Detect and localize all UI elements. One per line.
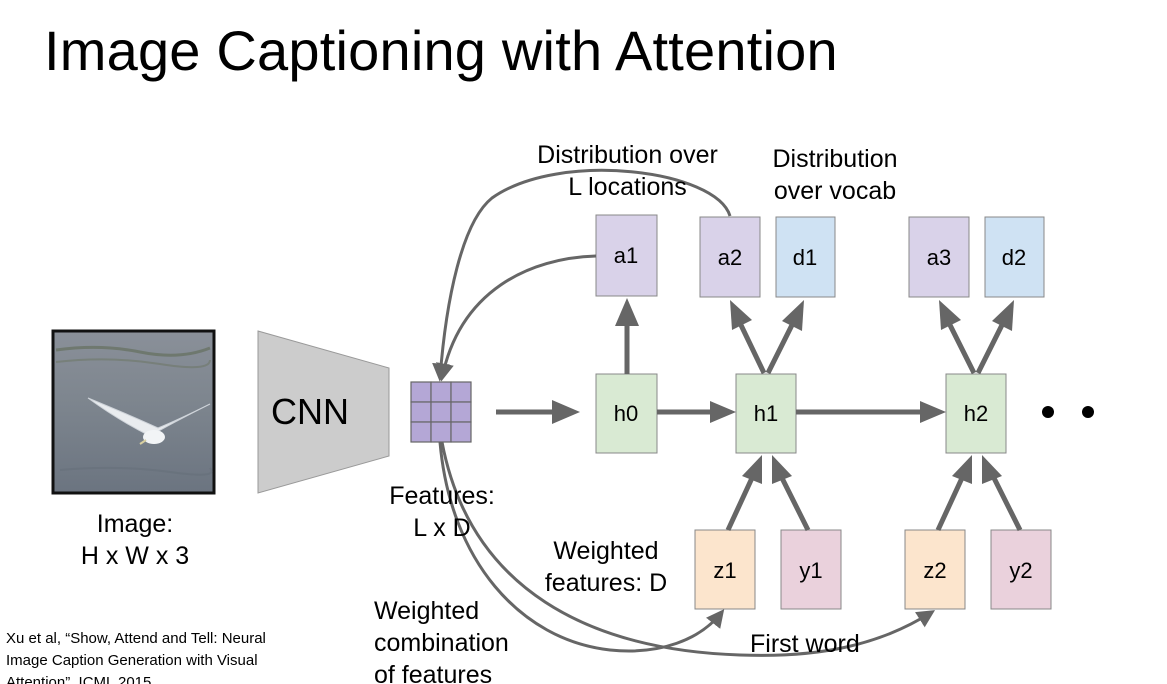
arrowhead-h2-to-a3 <box>939 300 961 330</box>
curve-a1-to-features <box>436 254 597 382</box>
node-y1-label: y1 <box>799 558 822 583</box>
arrow-y2-to-h2 <box>991 476 1023 532</box>
arrowhead-features-to-h0 <box>552 400 580 424</box>
node-y2-box <box>990 529 1052 610</box>
node-y2-label: y2 <box>1009 558 1032 583</box>
label-first-word: First word <box>750 630 860 658</box>
label-weighted-combination-line1: Weighted <box>374 597 480 625</box>
arrow-h2-to-d2 <box>975 321 1006 375</box>
feature-grid <box>410 381 472 443</box>
curve-features-to-z1 <box>438 441 725 653</box>
arrow-h1-to-a2 <box>737 321 767 375</box>
node-h2-label: h2 <box>964 401 988 426</box>
node-z1-box <box>694 529 756 610</box>
arrow-h2-to-a3 <box>946 321 977 375</box>
arrowhead-h2-to-d2 <box>992 300 1014 331</box>
node-z2-box <box>904 529 966 610</box>
node-h2-box <box>945 373 1007 454</box>
arrowhead-y1-to-h1 <box>772 455 792 484</box>
label-features-line1: Features: <box>389 482 495 510</box>
arrow-z2-to-h2 <box>935 476 965 532</box>
citation-line2: Image Caption Generation with Visual <box>6 652 258 669</box>
label-weighted-features-line2: features: D <box>544 569 668 597</box>
node-a2-label: a2 <box>718 245 742 270</box>
curve-a2-to-features <box>432 168 732 382</box>
node-z1-label: z1 <box>713 558 736 583</box>
arrowhead-y2-to-h2 <box>982 455 1002 484</box>
node-h1-label: h1 <box>754 401 778 426</box>
page-title: Image Captioning with Attention <box>44 19 838 82</box>
label-image: Image: H x W x 3 <box>50 508 220 572</box>
ellipsis-dot-1 <box>1042 406 1054 418</box>
label-dist-vocab: Distribution over vocab <box>755 143 915 207</box>
ellipsis-dot-2 <box>1082 406 1094 418</box>
label-weighted-combination-line3: of features <box>374 661 493 684</box>
node-d1-label: d1 <box>793 245 817 270</box>
citation-line3: Attention”, ICML 2015 <box>6 674 152 684</box>
node-a2-box <box>699 216 761 298</box>
input-image <box>51 329 216 495</box>
arrowhead-h1-to-d1 <box>782 300 804 331</box>
bird-shape <box>87 397 211 445</box>
label-weighted-combination: Weighted combination of features <box>374 595 509 684</box>
node-a3-box <box>908 216 970 298</box>
curve-features-to-z2 <box>440 441 936 657</box>
label-weighted-features: Weighted features: D <box>532 535 680 599</box>
node-z2-label: z2 <box>923 558 946 583</box>
label-cnn: CNN <box>271 391 349 432</box>
label-image-line2: H x W x 3 <box>80 542 190 570</box>
label-dist-vocab-line1: Distribution <box>772 145 898 173</box>
arrowhead-z2-to-h2 <box>952 455 972 484</box>
cnn-block <box>257 330 390 494</box>
arrow-y1-to-h1 <box>779 476 811 532</box>
node-d2-label: d2 <box>1002 245 1026 270</box>
arrowhead-z1-to-h1 <box>742 455 762 484</box>
node-d1-box <box>775 216 836 298</box>
node-y1-box <box>780 529 842 610</box>
node-h1-box <box>735 373 797 454</box>
node-a3-label: a3 <box>927 245 951 270</box>
label-weighted-features-line1: Weighted <box>553 537 659 565</box>
node-h0-label: h0 <box>614 401 638 426</box>
node-d2-box <box>984 216 1045 298</box>
label-dist-vocab-line2: over vocab <box>773 177 897 205</box>
arrowhead-h1-to-a2 <box>730 300 752 330</box>
arrow-h1-to-d1 <box>765 321 796 375</box>
arrowhead-h0-to-h1 <box>710 401 736 423</box>
arrowhead-h1-to-h2 <box>920 401 946 423</box>
node-a1-box <box>595 214 658 297</box>
label-features-line2: L x D <box>413 514 471 542</box>
citation: Xu et al, “Show, Attend and Tell: Neural… <box>6 628 306 684</box>
label-dist-locations: Distribution over L locations <box>520 139 735 203</box>
label-dist-locations-line1: Distribution over <box>537 141 718 169</box>
arrow-z1-to-h1 <box>725 476 755 532</box>
label-weighted-combination-line2: combination <box>374 629 509 657</box>
label-image-line1: Image: <box>96 510 174 538</box>
node-h0-box <box>595 373 658 454</box>
node-a1-label: a1 <box>614 243 638 268</box>
arrowhead-h0-to-a1 <box>615 298 639 326</box>
label-dist-locations-line2: L locations <box>568 173 687 201</box>
label-features: Features: L x D <box>372 480 512 544</box>
citation-line1: Xu et al, “Show, Attend and Tell: Neural <box>6 630 266 647</box>
